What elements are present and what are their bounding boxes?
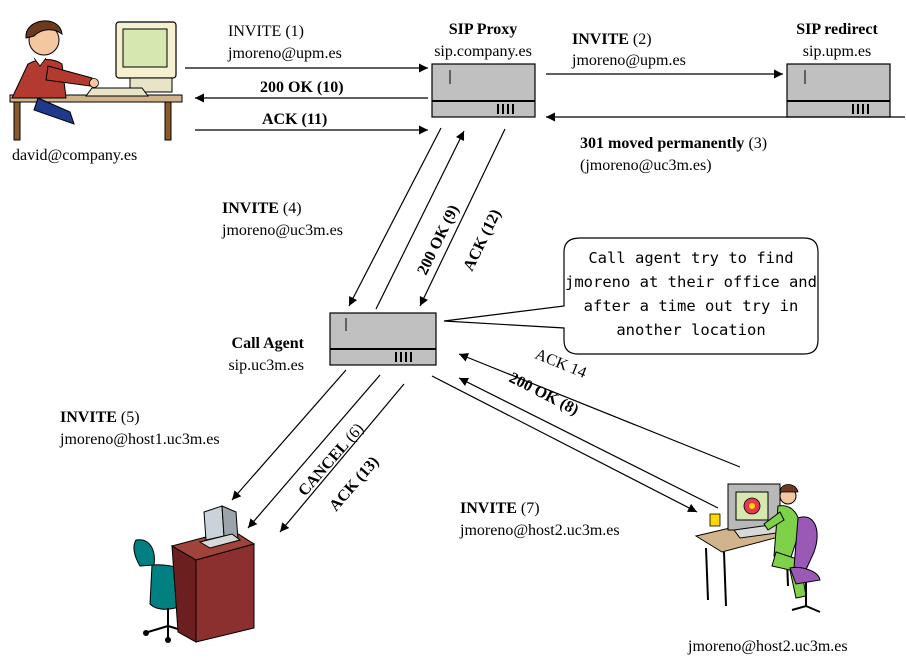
- sip-redirect-title: SIP redirect: [796, 21, 878, 38]
- call-agent-host: sip.uc3m.es: [228, 357, 304, 374]
- host2-user-address: jmoreno@host2.uc3m.es: [687, 638, 848, 655]
- callout-line-3: after a time out try in: [584, 297, 799, 315]
- label-301-3-target: (jmoreno@uc3m.es): [580, 157, 712, 174]
- arrow-200ok-9: [375, 130, 465, 310]
- sip-proxy-server: [431, 63, 536, 118]
- arrow-ack-13: [279, 383, 405, 533]
- callout-bubble: [443, 237, 819, 355]
- call-agent-title: Call Agent: [232, 335, 305, 352]
- david-address: david@company.es: [12, 147, 137, 164]
- label-301-3: 301 moved permanently (3): [580, 135, 767, 152]
- label-invite-1-target: jmoreno@upm.es: [227, 45, 342, 62]
- label-invite-5-target: jmoreno@host1.uc3m.es: [59, 431, 220, 448]
- label-ack-12: ACK (12): [460, 207, 504, 274]
- arrow-invite-4: [348, 127, 442, 307]
- label-invite-4-target: jmoreno@uc3m.es: [221, 222, 343, 239]
- label-invite-1: INVITE (1): [228, 23, 304, 40]
- empty-desk-icon: [133, 505, 256, 643]
- host2-user-icon: [694, 483, 821, 613]
- label-invite-7: INVITE (7): [460, 500, 540, 517]
- label-ack-11: ACK (11): [262, 111, 327, 128]
- label-invite-2: INVITE (2): [572, 31, 652, 48]
- arrow-cancel-6: [247, 374, 381, 529]
- label-invite-4: INVITE (4): [222, 200, 302, 217]
- callout-line-1: Call agent try to find: [588, 249, 793, 267]
- arrow-200ok-8: [458, 377, 719, 509]
- user-computer-icon: [9, 20, 183, 141]
- label-200ok-10: 200 OK (10): [260, 79, 344, 96]
- label-invite-7-target: jmoreno@host2.uc3m.es: [459, 522, 620, 539]
- call-agent-server: [329, 312, 437, 366]
- sip-proxy-title: SIP Proxy: [449, 21, 518, 38]
- label-invite-2-target: jmoreno@upm.es: [571, 52, 686, 69]
- sip-redirect-server: [786, 63, 891, 118]
- callout-line-2: jmoreno at their office and: [565, 273, 817, 291]
- arrow-ack-12: [419, 128, 506, 307]
- sip-proxy-host: sip.company.es: [434, 43, 532, 60]
- label-invite-5: INVITE (5): [60, 409, 140, 426]
- sip-redirect-host: sip.upm.es: [803, 43, 871, 60]
- arrow-ack-14: [458, 353, 741, 468]
- callout-line-4: another location: [616, 321, 765, 339]
- arrow-invite-7: [431, 375, 698, 513]
- arrow-invite-5: [231, 369, 347, 501]
